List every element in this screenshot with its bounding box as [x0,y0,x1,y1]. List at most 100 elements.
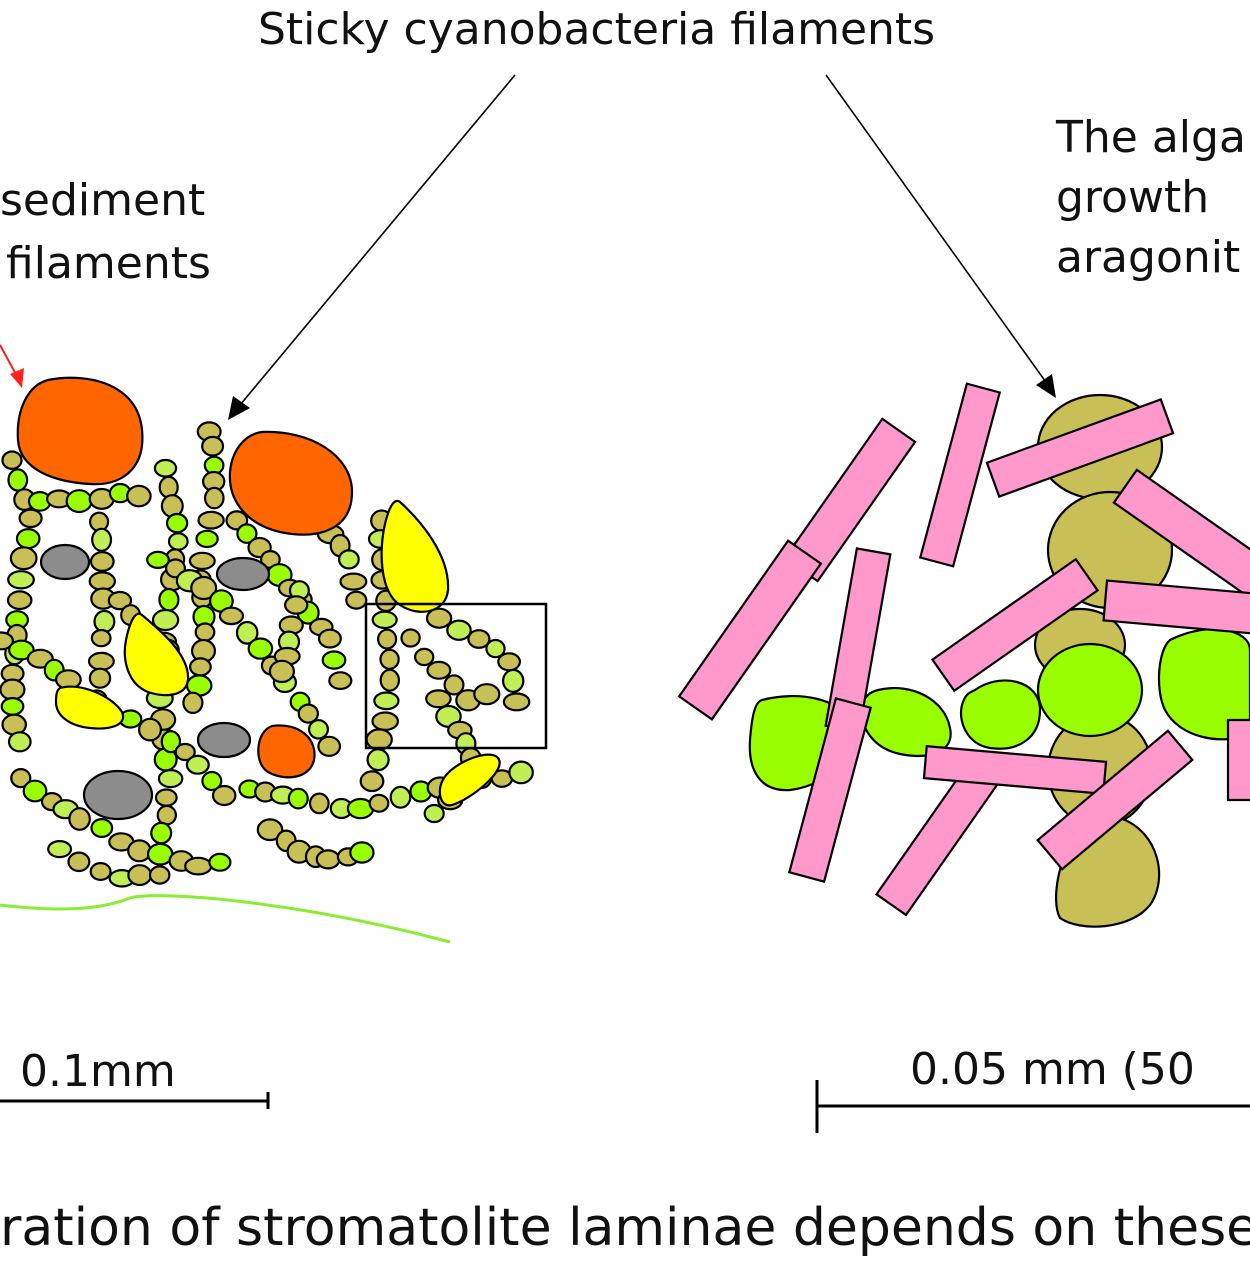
filament-bead [317,735,342,757]
filament-bead [90,628,112,648]
right-label-line3: aragonit [1056,232,1240,283]
filament-bead [502,692,531,712]
filament-bead [184,856,213,876]
yellow-grain [123,612,190,697]
filament-bead [426,660,452,680]
filament-bead [146,550,170,570]
scale-bar-right [815,1080,1250,1133]
filament-bead [308,792,330,815]
filament-bead [107,590,133,611]
filament-bead [188,551,216,571]
filament-bead [400,628,421,648]
yellow-grain [54,685,125,730]
filament-bead [284,595,309,615]
filament-bead [345,590,368,610]
filament-bead [502,668,525,694]
aragonite-needle [922,745,1108,795]
aragonite-needle [1226,718,1250,802]
filament-bead [247,637,274,660]
filament-bead [188,657,212,677]
aragonite-needle [985,398,1175,498]
title-label: Sticky cyanobacteria filaments [258,4,935,55]
filament-bead [127,864,153,887]
filament-bead [67,851,91,873]
filament-bead [338,549,360,570]
filament-bead [68,807,91,831]
filament-bead [90,817,114,838]
filament-bead [151,608,180,632]
filament-bead [0,678,26,701]
left-sediment-cluster [0,376,534,888]
filament-bead [287,787,309,810]
grey-grain [39,543,91,581]
right-label-line1: The alga [1055,112,1246,163]
filament-bead [423,803,445,824]
filament-bead [201,435,225,457]
filament-bead [89,550,115,572]
mat-base-line [0,894,451,944]
aragonite-needle [1036,729,1194,871]
left-label-line1: sediment [0,175,205,226]
green-grain [960,679,1042,750]
aragonite-needle [918,382,1002,568]
filament-bead [15,527,41,550]
filament-bead [9,546,38,571]
filament-bead [218,606,244,626]
caption: ration of stromatolite laminae depends o… [0,1198,1250,1258]
filament-bead [201,770,223,792]
filament-bead [485,638,506,659]
filament-bead [467,629,491,649]
filament-bead [87,651,115,671]
filament-bead [208,852,232,872]
scale-right-label: 0.05 mm (50 [910,1044,1195,1095]
filament-bead [497,652,522,672]
filament-bead [148,865,171,885]
filament-bead [88,667,112,689]
filament-bead [197,510,225,530]
aragonite-needle [677,539,823,721]
filament-bead [373,691,400,711]
grey-grain [196,721,252,759]
filament-bead [91,527,113,552]
filament-bead [185,754,210,775]
filament-bead [157,768,184,789]
filament-bead [211,784,237,807]
right-pointer-line [825,74,1049,386]
filament-bead [236,523,258,544]
orange-grain [228,430,354,536]
filament-bead [1,450,23,470]
filament-bead [308,718,330,740]
filament-bead [153,458,178,478]
filament-bead [443,674,465,696]
filament-bead [194,622,216,642]
left-label-line2: filaments [6,238,211,289]
right-zoom-view [677,382,1250,928]
filament-bead [425,689,452,709]
filament-bead [446,619,472,641]
filament-bead [195,529,219,549]
filament-bead [7,570,35,590]
filament-bead [190,575,218,601]
filament-bead [328,671,353,690]
filament-bead [359,770,385,793]
zoom-box [364,602,548,750]
filament-bead [93,609,116,634]
filament-bead [297,703,319,724]
filament-bead [165,512,189,534]
orange-grain [257,724,316,779]
filament-bead [126,484,152,508]
filament-bead [204,486,225,510]
yellow-grain [438,753,501,807]
filament-bead [18,508,43,529]
red-arrow-icon [0,344,24,388]
filament-bead [89,861,112,881]
grey-grain [82,769,154,821]
filament-bead [160,730,182,754]
aragonite-needle [930,557,1100,693]
filament-bead [379,668,400,692]
filament-bead [158,587,180,612]
aragonite-needle [1112,468,1250,602]
filament-bead [368,793,390,813]
green-grain [1036,642,1144,738]
